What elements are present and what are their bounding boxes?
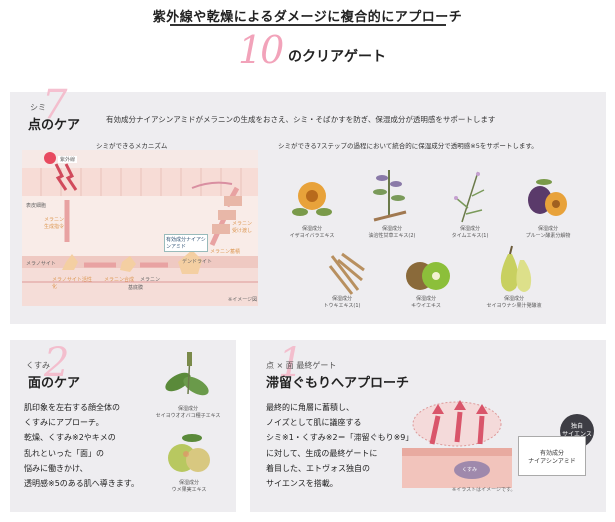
melanocyte-icon <box>62 254 78 270</box>
header: 紫外線や乾燥によるダメージに複合的にアプローチ 10 のクリアゲート <box>0 0 615 80</box>
section1-title: 点のケア <box>28 118 81 133</box>
diagram-svg <box>22 152 258 283</box>
uv-ray-icon <box>54 163 68 191</box>
niacinamide-box: 有効成分 ナイアシンアミド <box>518 436 586 476</box>
turnover-arrow-icon <box>191 181 233 189</box>
plant-caption-plantain: 保湿成分セイヨウオオバコ種子エキス <box>155 406 221 419</box>
header-title: 紫外線や乾燥によるダメージに複合的にアプローチ <box>152 10 463 25</box>
plant-caption-3: 保湿成分タイムエキス(1) <box>451 226 489 239</box>
section-final-gate: 1 点 × 面 最終ゲート 滞留ぐもりへアプローチ 最終的に角層に蓄積し、 ノイ… <box>250 340 606 512</box>
section3-title: 滞留ぐもりへアプローチ <box>266 376 410 391</box>
plant-caption-2: 保湿成分油溶性甘草エキス(2) <box>368 226 416 239</box>
section3-sub: 点 × 面 最終ゲート <box>266 361 337 370</box>
section1-description: 有効成分ナイアシンアミドがメラニンの生成をおさえ、シミ・そばかすを防ぎ、保湿成分… <box>106 115 496 124</box>
cell-icon <box>212 224 230 234</box>
plant-caption-ume: 保湿成分ウメ果実エキス <box>171 480 207 493</box>
section-surface-care: 2 くすみ 面のケア 肌印象を左右する顔全体の くすみにアプローチ。 乾燥、くす… <box>10 340 236 512</box>
kiwi-illustration <box>406 262 450 290</box>
melanocyte-icon <box>120 256 136 272</box>
plantain-illustration <box>165 352 209 396</box>
label-cell: 表皮細胞 <box>26 203 47 209</box>
header-underline <box>170 24 446 26</box>
ume-illustration <box>168 434 210 472</box>
kusumi-label: くすみ <box>462 467 478 473</box>
label-image-note: ※イメージ図 <box>228 297 258 303</box>
section1-number: 7 <box>42 82 68 128</box>
label-accum: メラニン蓄積 <box>210 249 241 255</box>
thyme-illustration <box>454 171 485 223</box>
cell-icon <box>218 210 236 220</box>
plant-caption-4: 保湿成分プルーン酵素分解物 <box>525 226 571 239</box>
angelica-root-illustration <box>328 252 365 295</box>
cell-icon <box>224 196 242 206</box>
section2-number: 2 <box>44 340 70 386</box>
label-signal: メラニン生成指令 <box>44 217 65 230</box>
mechanism-title: シミができるメカニズム <box>96 142 168 150</box>
pear-illustration <box>500 245 532 292</box>
plant-caption-6: 保湿成分キウイエキス <box>411 296 441 309</box>
label-activate: メラノサイト活性化 <box>52 277 92 290</box>
section2-title: 面のケア <box>28 376 81 391</box>
steps-title: シミができる7ステップの過程において統合的に保湿成分で透明感※5をサポートします… <box>278 142 538 150</box>
plant-caption-1: 保湿成分イザヨイバラエキス <box>289 226 335 239</box>
plant-caption-7: 保湿成分セイヨウナシ果汁発酵液 <box>486 296 542 309</box>
skin-cloud-illustration <box>402 400 512 488</box>
label-basal: 基底膜 <box>128 285 144 291</box>
section2-sub: くすみ <box>26 361 50 370</box>
label-melanin: メラニン <box>140 277 161 283</box>
uv-ray-icon <box>64 163 78 191</box>
prune-illustration <box>528 179 567 216</box>
section3-number: 1 <box>278 340 304 386</box>
label-transfer: メラニン受け渡し <box>232 221 253 234</box>
label-melanocyte: メラノサイト <box>26 261 56 267</box>
melanin-mechanism-diagram: 紫外線 表皮細胞 メラニン生成指令 メラノサイト メラノサイト活性化 メラニン合… <box>22 150 258 306</box>
header-subtitle: のクリアゲート <box>288 49 386 65</box>
section1-sub: シミ <box>30 103 46 112</box>
section3-body: 最終的に角層に蓄積し、 ノイズとして肌に議座する シミ※1・くすみ※2＝「滞留ぐ… <box>266 403 414 488</box>
rose-illustration <box>292 182 332 216</box>
label-active-ingredient: 有効成分ナイアシンアミド <box>164 234 208 252</box>
label-synth: メラニン合成 <box>104 277 135 283</box>
sun-icon <box>44 152 56 164</box>
label-uv: 紫外線 <box>58 156 78 163</box>
illust-note: ※イラストはイメージです。 <box>452 487 516 493</box>
plant-caption-5: 保湿成分トウキエキス(1) <box>323 296 361 309</box>
licorice-illustration <box>373 170 407 222</box>
header-big-number: 10 <box>238 28 284 72</box>
label-dendrite: デンドライト <box>182 259 213 265</box>
section2-body: 肌印象を左右する顔全体の くすみにアプローチ。 乾燥、くすみ※2やキメの 乱れと… <box>24 403 139 488</box>
melanocyte-icon <box>178 250 202 274</box>
